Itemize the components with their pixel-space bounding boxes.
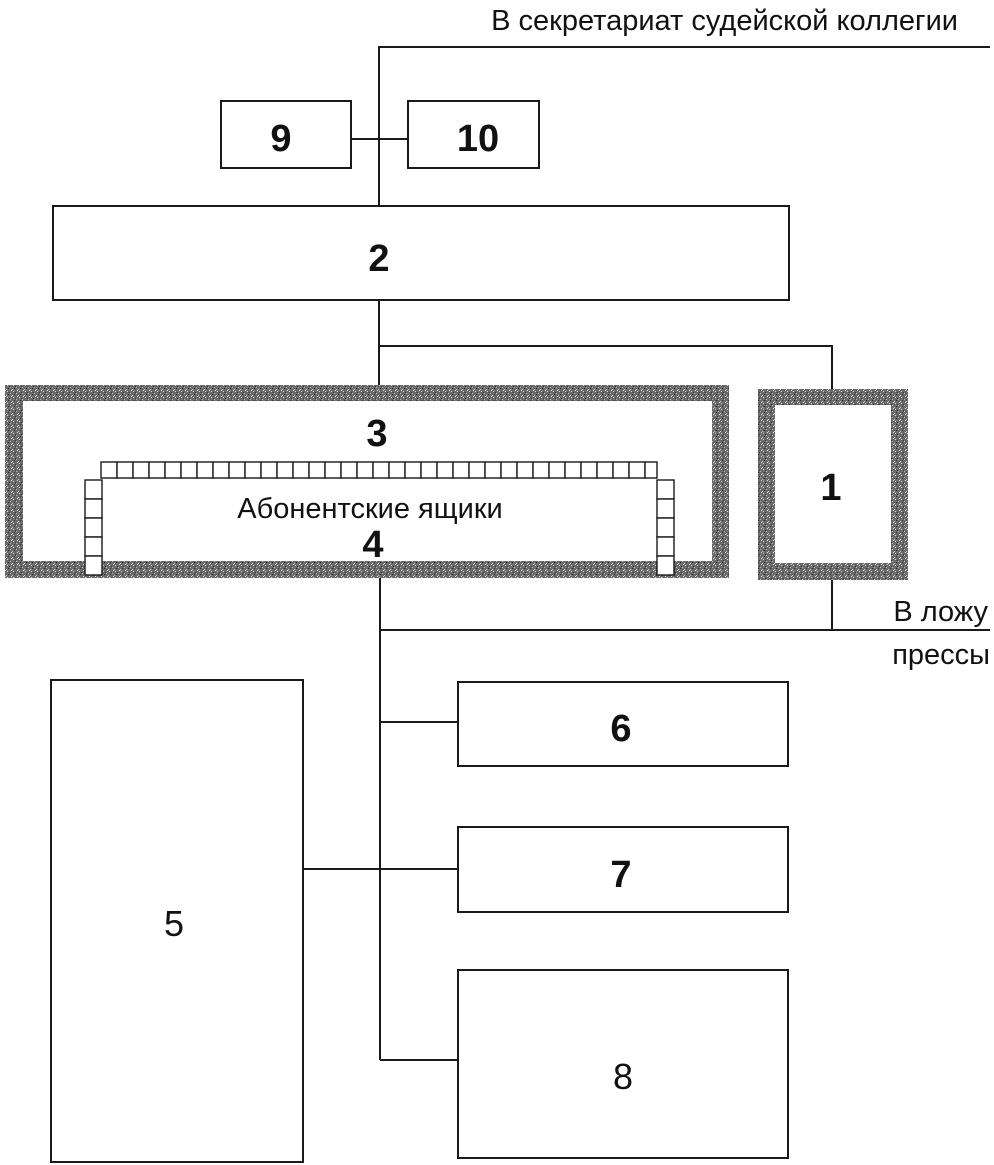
mailbox-cell — [164, 461, 182, 479]
mailbox-cell — [196, 461, 214, 479]
mailbox-cell — [656, 498, 675, 519]
block-10-label: 10 — [457, 118, 499, 160]
block-5: 5 — [50, 679, 304, 1163]
mailbox-cell — [484, 461, 502, 479]
block-1-label: 1 — [820, 467, 841, 509]
mailbox-cell — [148, 461, 166, 479]
press-caption-line2: прессы — [892, 639, 990, 671]
press-caption-line1: В ложу — [893, 596, 988, 628]
mailbox-cell — [404, 461, 422, 479]
block-1: 1 — [758, 389, 908, 580]
mailbox-cell — [420, 461, 438, 479]
line-to-block-1 — [379, 345, 833, 389]
mailbox-cell — [388, 461, 406, 479]
connector-lines — [303, 46, 990, 1061]
mailbox-cell — [656, 517, 675, 538]
block-4-label: 4 — [362, 524, 383, 566]
mailbox-cell — [276, 461, 294, 479]
block-9: 9 — [220, 100, 352, 169]
block-10: 10 — [407, 100, 540, 169]
mailbox-cell — [260, 461, 278, 479]
block-7: 7 — [457, 826, 789, 913]
mailbox-cell — [644, 461, 658, 479]
mailbox-cell — [84, 479, 103, 500]
mailbox-cell — [452, 461, 470, 479]
mailbox-cell — [84, 498, 103, 519]
mailbox-cell — [656, 536, 675, 557]
mailbox-cell — [436, 461, 454, 479]
mailbox-cell — [356, 461, 374, 479]
mailbox-cells — [84, 461, 675, 576]
block-7-label: 7 — [610, 854, 631, 896]
block-6: 6 — [457, 681, 789, 767]
mailbox-caption: Абонентские ящики — [237, 493, 502, 525]
mailbox-cell — [84, 555, 103, 576]
mailbox-cell — [580, 461, 598, 479]
secretariat-caption: В секретариат судейской коллегии — [491, 5, 958, 37]
mailbox-cell — [628, 461, 646, 479]
mailbox-cell — [500, 461, 518, 479]
mailbox-cell — [116, 461, 134, 479]
mailbox-cell — [212, 461, 230, 479]
mailbox-cell — [100, 461, 118, 479]
block-8-label: 8 — [613, 1056, 633, 1097]
mailbox-cell — [308, 461, 326, 479]
line-to-secretariat — [378, 46, 990, 206]
mailbox-cell — [324, 461, 342, 479]
block-3: 3 — [5, 385, 729, 578]
mailbox-cell — [84, 517, 103, 538]
mailbox-cell — [548, 461, 566, 479]
block-1-frame — [758, 389, 908, 580]
mailbox-cell — [612, 461, 630, 479]
mailbox-cell — [596, 461, 614, 479]
mailbox-cell — [656, 479, 675, 500]
mailbox-cell — [564, 461, 582, 479]
mailbox-cell — [292, 461, 310, 479]
mailbox-cell — [228, 461, 246, 479]
block-5-label: 5 — [164, 903, 184, 944]
mailbox-cell — [468, 461, 486, 479]
mailbox-cell — [656, 555, 675, 576]
block-6-label: 6 — [610, 708, 631, 750]
block-3-label: 3 — [366, 413, 387, 455]
mailbox-cell — [532, 461, 550, 479]
mailbox-cell — [132, 461, 150, 479]
mailbox-cell — [516, 461, 534, 479]
mailbox-cell — [340, 461, 358, 479]
mailbox-cell — [180, 461, 198, 479]
mailbox-cell — [372, 461, 390, 479]
mailbox-cell — [84, 536, 103, 557]
mailbox-cell — [244, 461, 262, 479]
block-8: 8 — [457, 969, 789, 1159]
block-9-label: 9 — [270, 118, 291, 160]
block-2: 2 — [52, 205, 790, 301]
block-2-label: 2 — [368, 238, 389, 280]
